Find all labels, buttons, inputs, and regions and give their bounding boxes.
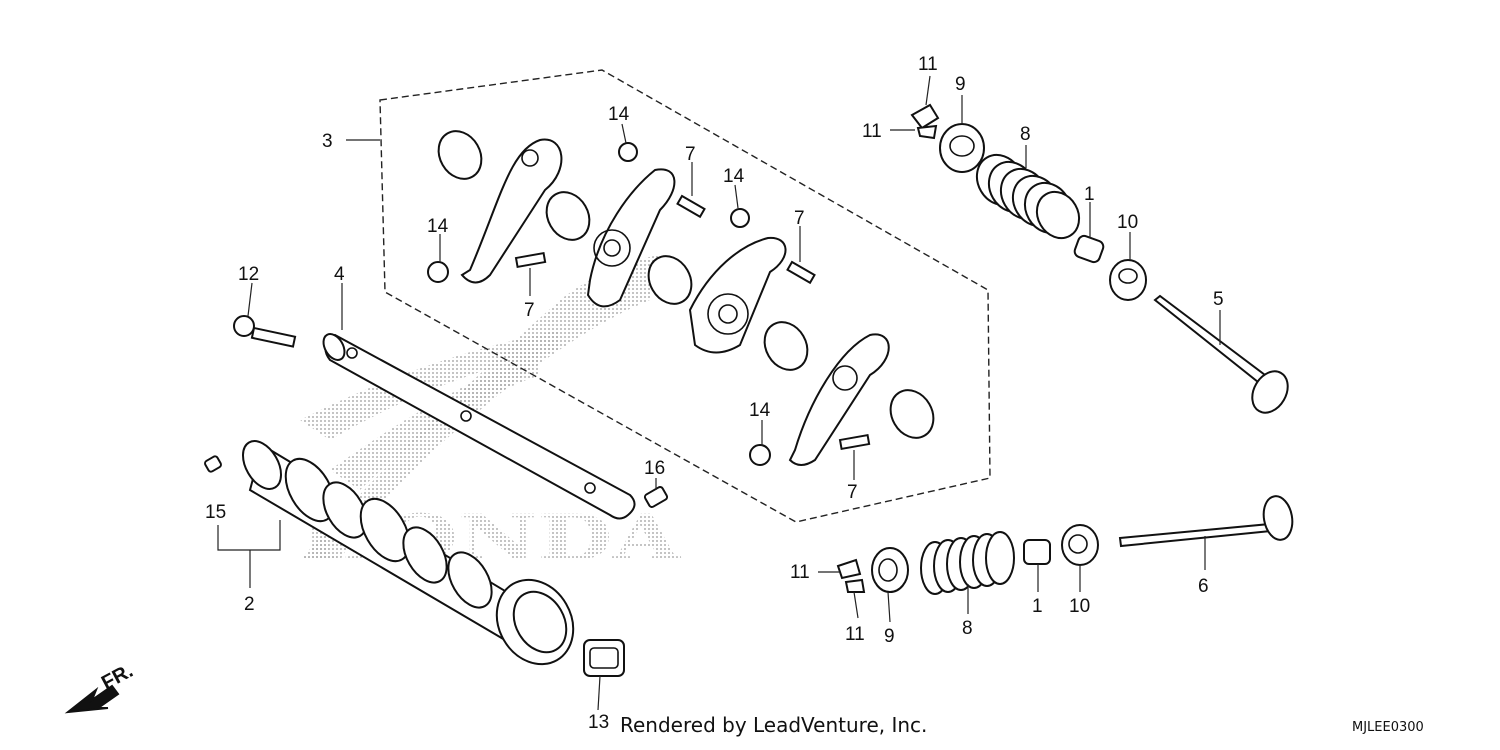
front-direction-label: FR.	[98, 660, 137, 695]
adjuster-nut-1	[618, 142, 638, 162]
front-direction-arrow: FR.	[64, 660, 137, 714]
exhaust-valve	[1118, 495, 1294, 548]
rocker-arm-1	[437, 130, 591, 284]
callout-11: 11	[862, 121, 882, 142]
rocker-arm-2	[586, 168, 693, 308]
leader-lines	[217, 75, 1221, 711]
adjuster-screw-1	[676, 194, 706, 219]
callout-5: 5	[1213, 289, 1224, 310]
callout-3: 3	[322, 131, 333, 152]
callout-14: 14	[427, 216, 449, 237]
callout-12: 12	[238, 264, 259, 285]
adjuster-nut-3	[730, 208, 750, 228]
valve-spring-upper	[975, 153, 1081, 240]
callout-15: 15	[205, 502, 226, 523]
adjuster-screw-4	[838, 433, 871, 451]
dowel-pin	[204, 455, 222, 473]
callout-11: 11	[790, 562, 810, 583]
adjuster-nut-4	[749, 444, 771, 466]
diagram-code: MJLEE0300	[1352, 720, 1424, 735]
rocker-shaft	[322, 333, 636, 520]
adjuster-nut-2	[427, 261, 449, 283]
valve-cotter-upper	[910, 103, 940, 140]
callout-7: 7	[847, 482, 858, 503]
callout-9: 9	[884, 626, 895, 647]
rocker-arm-4	[788, 333, 935, 466]
callout-7: 7	[685, 144, 696, 165]
callout-14: 14	[723, 166, 745, 187]
camshaft	[242, 440, 575, 666]
bolt	[233, 315, 297, 348]
valve-spring-retainer-lower	[871, 547, 909, 593]
valve-stem-seal-lower	[1023, 539, 1051, 565]
rocker-arm-assembly-outline	[379, 69, 991, 523]
callout-10: 10	[1069, 596, 1090, 617]
valve-spring-lower	[920, 531, 1015, 595]
callout-2: 2	[244, 594, 255, 615]
callout-4: 4	[334, 264, 345, 285]
callout-16: 16	[644, 458, 665, 479]
intake-valve	[1153, 294, 1289, 414]
valve-spring-retainer-upper	[939, 123, 985, 173]
callout-1: 1	[1032, 596, 1043, 617]
callout-11: 11	[845, 624, 865, 645]
callout-1: 1	[1084, 184, 1095, 205]
adjuster-screw-3	[786, 260, 816, 285]
valve-stem-seal-upper	[1073, 234, 1105, 264]
callout-14: 14	[608, 104, 630, 125]
callout-8: 8	[962, 618, 973, 639]
camshaft-nut	[583, 639, 625, 677]
valve-spring-seat-upper	[1109, 259, 1147, 301]
valve-cotter-lower	[836, 558, 866, 593]
callout-11: 11	[918, 54, 938, 75]
valve-spring-seat-lower	[1061, 524, 1099, 566]
callouts: 11 11 9 8 1 10 5 6 11 11 9 8 1 10 3 4 12…	[205, 54, 1224, 733]
callout-9: 9	[955, 74, 966, 95]
callout-10: 10	[1117, 212, 1138, 233]
callout-7: 7	[794, 208, 805, 229]
callout-8: 8	[1020, 124, 1031, 145]
adjuster-screw-2	[514, 251, 547, 269]
rocker-arm-3	[688, 236, 809, 371]
callout-14: 14	[749, 400, 771, 421]
shaft-pin	[643, 486, 669, 508]
render-credit: Rendered by LeadVenture, Inc.	[620, 713, 927, 737]
callout-7: 7	[524, 300, 535, 321]
callout-6: 6	[1198, 576, 1209, 597]
callout-13: 13	[588, 712, 609, 733]
